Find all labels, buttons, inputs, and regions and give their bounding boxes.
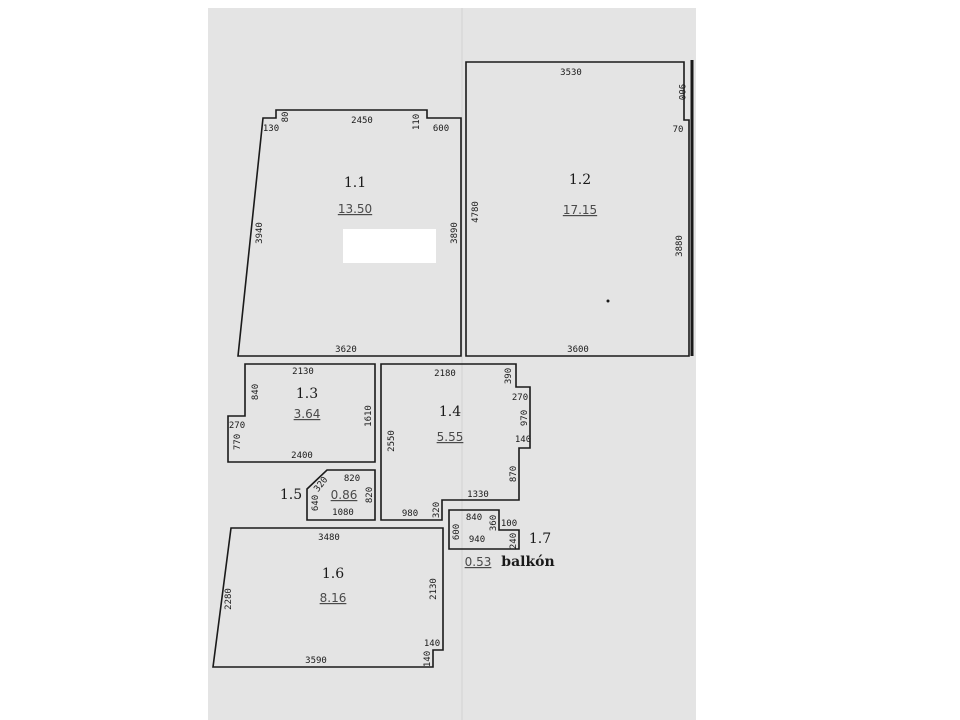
dim-label: 3620 [335, 345, 357, 355]
room-1-7-area: 0.53 [465, 555, 492, 569]
room-1-2: 1.2 17.15 3530 900 70 4780 3880 3600 [465, 60, 694, 357]
dim-label: 1610 [364, 405, 374, 427]
dim-label: 600 [452, 524, 462, 540]
dim-label: 3480 [318, 533, 340, 543]
dim-label: 600 [433, 124, 449, 134]
dim-label: 840 [251, 384, 261, 400]
room-1-1: 1.1 13.50 130 80 2450 110 600 3940 3890 … [237, 109, 462, 357]
dim-label: 2280 [224, 588, 234, 610]
dim-label: 1330 [467, 490, 489, 500]
room-1-2-area: 17.15 [563, 203, 597, 217]
dim-label: 820 [344, 474, 360, 484]
room-1-1-id: 1.1 [344, 175, 366, 191]
room-1-1-outline [237, 109, 462, 357]
room-1-5: 1.5 0.86 320 820 640 820 1080 [280, 469, 376, 521]
dim-label: 130 [263, 124, 279, 134]
dim-label: 2130 [429, 578, 439, 600]
room-1-5-outline [306, 469, 376, 521]
dim-label: 2400 [291, 451, 313, 461]
dim-label: 2180 [434, 369, 456, 379]
dim-label: 70 [673, 125, 684, 135]
dim-label: 2450 [351, 116, 373, 126]
dim-label: 80 [281, 112, 291, 123]
room-1-5-id: 1.5 [280, 487, 302, 503]
room-1-6-id: 1.6 [322, 566, 344, 582]
room-1-4-area: 5.55 [437, 430, 464, 444]
dim-label: 140 [515, 435, 531, 445]
dim-label: 820 [365, 487, 375, 503]
dim-label: 3880 [675, 235, 685, 257]
room-1-3-id: 1.3 [296, 386, 318, 402]
dim-label: 4780 [471, 201, 481, 223]
room-1-4-id: 1.4 [439, 404, 461, 420]
room-1-7: 1.7 0.53 balkón 840 360 100 600 940 240 [448, 509, 555, 570]
room-1-3-outline [227, 363, 376, 463]
dim-label: 2130 [292, 367, 314, 377]
room-1-4: 1.4 5.55 2180 390 270 970 140 2550 870 1… [380, 363, 531, 521]
dim-label: 240 [509, 533, 519, 549]
room-1-7-id: 1.7 [529, 531, 551, 547]
redaction-box [343, 229, 436, 263]
dim-label: 980 [402, 509, 418, 519]
dim-label: 3940 [255, 222, 265, 244]
dim-label: 110 [412, 114, 422, 130]
room-1-3-area: 3.64 [294, 407, 321, 421]
dim-label: 100 [501, 519, 517, 529]
dim-label: 140 [423, 651, 433, 667]
dim-label: 1080 [332, 508, 354, 518]
room-1-5-area: 0.86 [331, 488, 358, 502]
dot-mark [606, 299, 610, 303]
dim-label: 770 [233, 434, 243, 450]
room-1-2-outline [465, 61, 690, 357]
room-1-4-outline [380, 363, 531, 521]
dim-label: 900 [676, 84, 686, 100]
dim-label: 390 [504, 368, 514, 384]
dim-label: 3530 [560, 68, 582, 78]
dim-label: 140 [424, 639, 440, 649]
dim-label: 840 [466, 513, 482, 523]
dim-label: 360 [489, 515, 499, 531]
dim-label: 3590 [305, 656, 327, 666]
dim-label: 640 [311, 495, 321, 511]
room-1-7-outline [448, 509, 520, 550]
dim-label: 320 [432, 502, 442, 518]
dim-label: 270 [512, 393, 528, 403]
dim-label: 970 [520, 410, 530, 426]
room-1-6-outline [212, 527, 444, 668]
balcony-label: balkón [501, 554, 554, 570]
dim-label: 3600 [567, 345, 589, 355]
dim-label: 270 [229, 421, 245, 431]
room-1-2-id: 1.2 [569, 172, 591, 188]
dim-label: 940 [469, 535, 485, 545]
room-1-1-area: 13.50 [338, 202, 372, 216]
room-1-6-area: 8.16 [320, 591, 347, 605]
room-1-6: 1.6 8.16 3480 2280 2130 140 3590 140 [212, 527, 444, 668]
dim-label: 3890 [450, 222, 460, 244]
dim-label: 870 [509, 466, 519, 482]
room-1-3: 1.3 3.64 2130 840 270 770 1610 2400 [227, 363, 376, 463]
dim-label: 2550 [387, 430, 397, 452]
